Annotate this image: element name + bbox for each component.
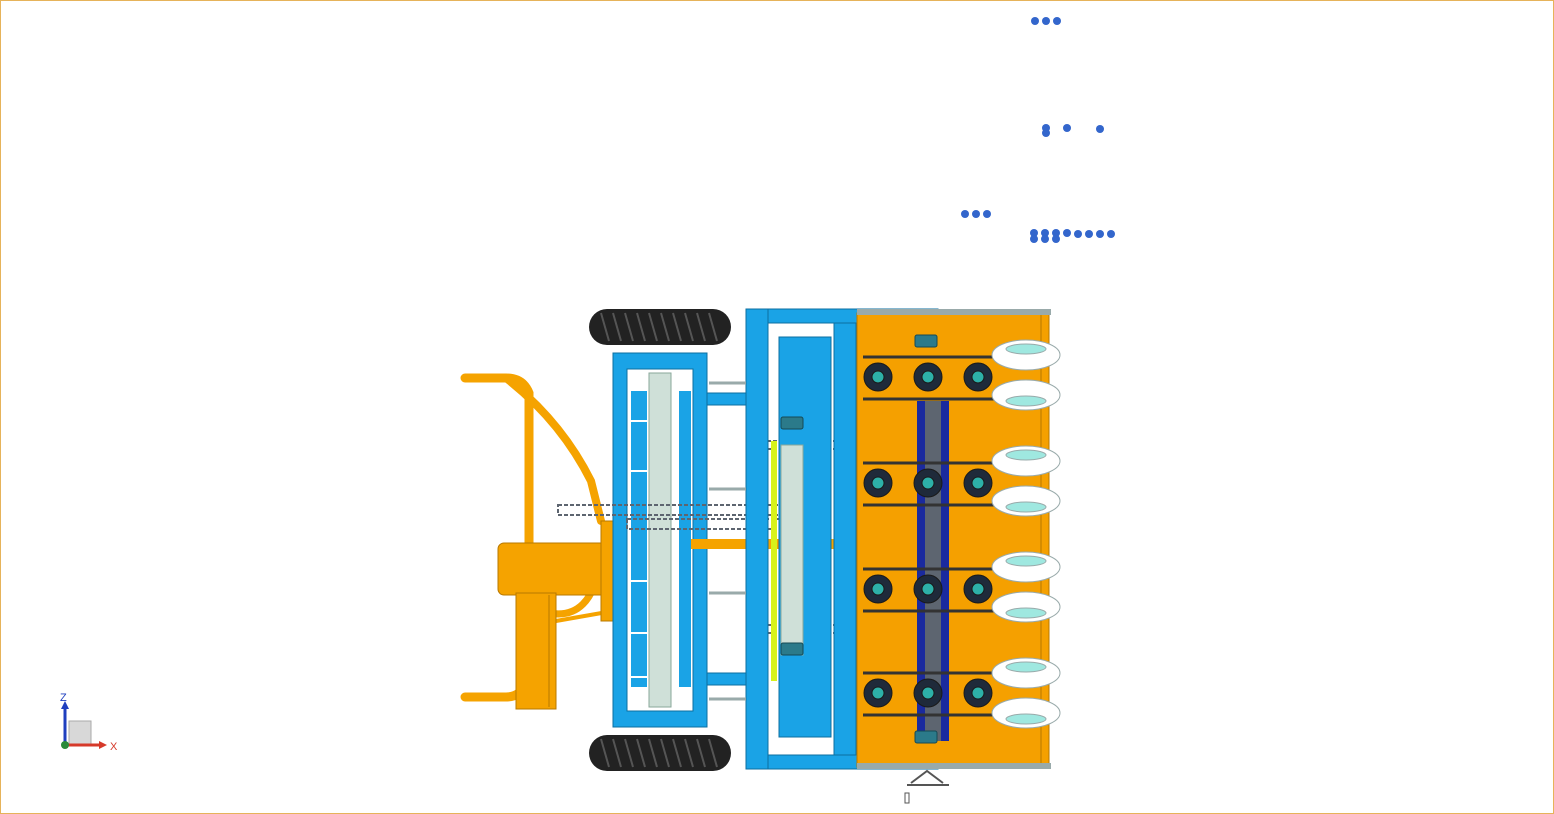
selection-markers[interactable]: [961, 17, 1115, 325]
wheel-top[interactable]: [589, 309, 731, 345]
furrow-discs[interactable]: [991, 339, 1061, 729]
stand-foot[interactable]: [904, 769, 949, 804]
metering-units[interactable]: [863, 355, 1001, 717]
x-axis-label: X: [110, 741, 118, 753]
z-axis-label: Z: [60, 692, 67, 704]
main-frame[interactable]: [709, 308, 939, 770]
wheel-bottom[interactable]: [589, 735, 731, 771]
front-frame[interactable]: [612, 352, 982, 728]
hitch-gearbox[interactable]: [497, 520, 616, 710]
axis-triad: Z X: [60, 692, 118, 753]
clamps[interactable]: [780, 334, 938, 744]
